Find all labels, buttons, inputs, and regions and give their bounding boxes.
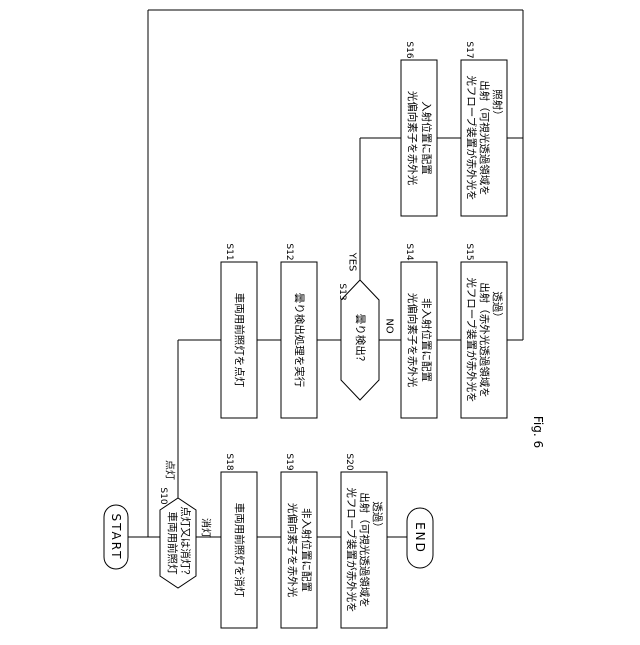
step-s11: 車両用前照灯を点灯 S11 bbox=[221, 243, 257, 418]
step-s20-line3: 透過） bbox=[371, 501, 383, 533]
step-s19-id: S19 bbox=[284, 453, 294, 470]
step-s15: 光フローブ装置が赤外光を 出射（赤外光透過領域を 透過） S15 bbox=[461, 243, 507, 418]
step-s11-id: S11 bbox=[224, 243, 234, 260]
decision-s10-line1: 車両用前照灯 bbox=[166, 512, 179, 575]
decision-s13-id: S13 bbox=[337, 283, 347, 300]
step-s19-line2: 非入射位置に配置 bbox=[300, 508, 313, 592]
step-s16-line1: 光偏向素子を赤外光 bbox=[406, 91, 419, 186]
step-s20-id: S20 bbox=[344, 453, 354, 470]
figure-label: Fig. 6 bbox=[531, 416, 545, 448]
end-terminal: END bbox=[407, 508, 433, 568]
step-s15-line2: 出射（赤外光透過領域を bbox=[478, 282, 491, 398]
step-s20-line1: 光フローブ装置が赤外光を bbox=[345, 487, 358, 612]
decision-s10-line2: 点灯又は消灯？ bbox=[179, 506, 192, 580]
decision-s13: 曇り検出？ S13 YES NO bbox=[337, 252, 395, 400]
branch-yes-label: YES bbox=[347, 252, 358, 272]
step-s15-id: S15 bbox=[464, 243, 474, 260]
step-s18-line1: 車両用前照灯を消灯 bbox=[233, 503, 246, 598]
step-s17-line2: 出射（可視光透過領域を bbox=[478, 80, 491, 196]
step-s17-line1: 光フローブ装置が赤外光を bbox=[465, 75, 478, 200]
step-s12: 曇り検出処理を実行 S12 bbox=[281, 243, 317, 418]
step-s11-line1: 車両用前照灯を点灯 bbox=[233, 293, 246, 388]
step-s12-id: S12 bbox=[284, 243, 294, 260]
decision-s10: 車両用前照灯 点灯又は消灯？ S10 点灯 消灯 bbox=[158, 460, 213, 588]
step-s17: 光フローブ装置が赤外光を 出射（可視光透過領域を 照射） S17 bbox=[461, 41, 507, 216]
decision-s10-id: S10 bbox=[158, 487, 168, 504]
step-s15-line1: 光フローブ装置が赤外光を bbox=[465, 277, 478, 402]
step-s16-id: S16 bbox=[404, 41, 414, 58]
step-s14-id: S14 bbox=[404, 243, 414, 260]
step-s17-id: S17 bbox=[464, 41, 474, 58]
end-label: END bbox=[413, 522, 427, 554]
step-s18-id: S18 bbox=[224, 453, 234, 470]
step-s16-line2: 入射位置に配置 bbox=[420, 101, 433, 175]
step-s17-line3: 照射） bbox=[491, 89, 504, 121]
branch-no-label: NO bbox=[384, 318, 395, 333]
step-s16: 光偏向素子を赤外光 入射位置に配置 S16 bbox=[401, 41, 437, 216]
step-s12-line1: 曇り検出処理を実行 bbox=[293, 293, 306, 388]
step-s15-line3: 透過） bbox=[491, 291, 503, 323]
branch-on-label: 点灯 bbox=[164, 460, 176, 480]
step-s19-line1: 光偏向素子を赤外光 bbox=[286, 503, 299, 598]
step-s18: 車両用前照灯を消灯 S18 bbox=[221, 453, 257, 628]
step-s20-line2: 出射（可視光透過領域を bbox=[358, 492, 371, 608]
step-s19: 光偏向素子を赤外光 非入射位置に配置 S19 bbox=[281, 453, 317, 628]
start-label: START bbox=[109, 513, 123, 560]
branch-off-label: 消灯 bbox=[200, 518, 213, 538]
step-s20: 光フローブ装置が赤外光を 出射（可視光透過領域を 透過） S20 bbox=[341, 453, 387, 628]
decision-s13-text: 曇り検出？ bbox=[354, 314, 367, 367]
start-terminal: START bbox=[104, 505, 128, 569]
step-s14: 光偏向素子を赤外光 非入射位置に配置 S14 bbox=[401, 243, 437, 418]
step-s14-line1: 光偏向素子を赤外光 bbox=[406, 293, 419, 388]
step-s14-line2: 非入射位置に配置 bbox=[420, 298, 433, 382]
